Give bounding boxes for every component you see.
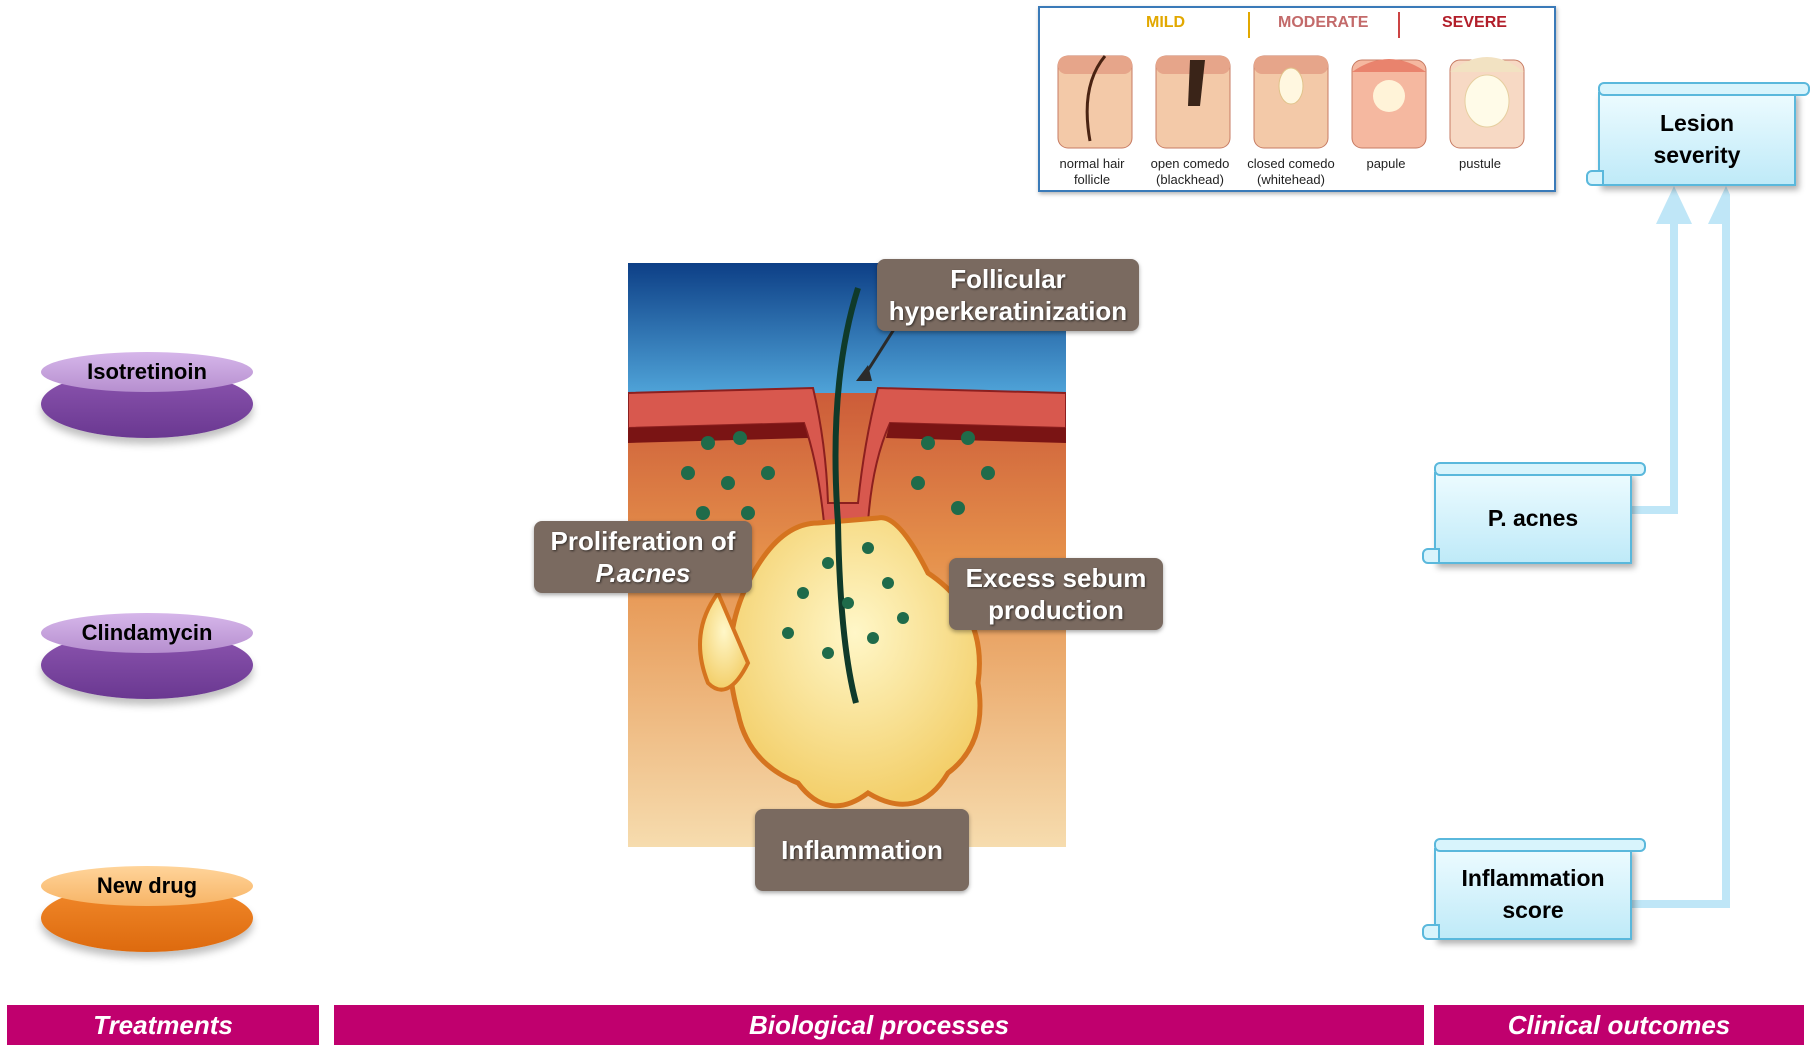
caption-line: open comedo <box>1140 156 1240 172</box>
label-follicular-hyperkeratinization: Follicular hyperkeratinization <box>877 259 1139 331</box>
caption-line: (whitehead) <box>1238 172 1344 188</box>
label-line: Excess sebum <box>949 562 1163 594</box>
scroll-roll <box>1586 170 1604 186</box>
caption-line: normal hair <box>1042 156 1142 172</box>
scroll-roll <box>1422 924 1440 940</box>
outcome-inflammation-score: Inflammation score <box>1434 848 1632 940</box>
outcome-line: score <box>1436 894 1630 926</box>
outcome-line: severity <box>1600 139 1794 171</box>
caption-line: follicle <box>1042 172 1142 188</box>
scroll-roll <box>1434 462 1646 476</box>
label-line: Proliferation of <box>534 525 752 557</box>
category-treatments: Treatments <box>7 1005 319 1045</box>
stage-caption: open comedo (blackhead) <box>1140 156 1240 188</box>
label-line: production <box>949 594 1163 626</box>
treatment-isotretinoin: Isotretinoin <box>41 352 253 440</box>
label-line: hyperkeratinization <box>877 295 1139 327</box>
outcome-arrows <box>1620 182 1730 912</box>
stage-caption: papule <box>1336 156 1436 172</box>
outcome-line: P. acnes <box>1436 502 1630 534</box>
outcome-line: Lesion <box>1600 107 1794 139</box>
outcome-lesion-severity: Lesion severity <box>1598 92 1796 186</box>
scroll-roll <box>1598 82 1810 96</box>
outcome-label: Lesion severity <box>1600 107 1794 171</box>
label-line: Inflammation <box>755 834 969 866</box>
header-divider <box>1398 12 1400 38</box>
treatment-clindamycin: Clindamycin <box>41 613 253 701</box>
severity-header-moderate: MODERATE <box>1278 14 1368 32</box>
caption-line: closed comedo <box>1238 156 1344 172</box>
stage-caption: closed comedo (whitehead) <box>1238 156 1344 188</box>
label-proliferation-pacnes: Proliferation of P.acnes <box>534 521 752 593</box>
treatment-label: Clindamycin <box>41 615 253 651</box>
scroll-roll <box>1434 838 1646 852</box>
severity-scale-panel: MILD MODERATE SEVERE <box>1038 6 1556 192</box>
severity-stage-images <box>1050 46 1544 156</box>
treatment-label: New drug <box>41 868 253 904</box>
category-clinical-outcomes: Clinical outcomes <box>1434 1005 1804 1045</box>
caption-line: (blackhead) <box>1140 172 1240 188</box>
scroll-roll <box>1422 548 1440 564</box>
outcome-label: P. acnes <box>1436 502 1630 534</box>
label-excess-sebum: Excess sebum production <box>949 558 1163 630</box>
treatment-label: Isotretinoin <box>41 354 253 390</box>
severity-header-mild: MILD <box>1146 14 1185 32</box>
stage-caption: pustule <box>1430 156 1530 172</box>
category-biological-processes: Biological processes <box>334 1005 1424 1045</box>
outcome-label: Inflammation score <box>1436 862 1630 926</box>
outcome-line: Inflammation <box>1436 862 1630 894</box>
severity-header-severe: SEVERE <box>1442 14 1507 32</box>
treatment-new-drug: New drug <box>41 866 253 954</box>
caption-line: pustule <box>1430 156 1530 172</box>
label-line: Follicular <box>877 263 1139 295</box>
outcome-pacnes: P. acnes <box>1434 472 1632 564</box>
label-inflammation: Inflammation <box>755 809 969 891</box>
stage-caption: normal hair follicle <box>1042 156 1142 188</box>
caption-line: papule <box>1336 156 1436 172</box>
header-divider <box>1248 12 1250 38</box>
label-line: P.acnes <box>534 557 752 589</box>
